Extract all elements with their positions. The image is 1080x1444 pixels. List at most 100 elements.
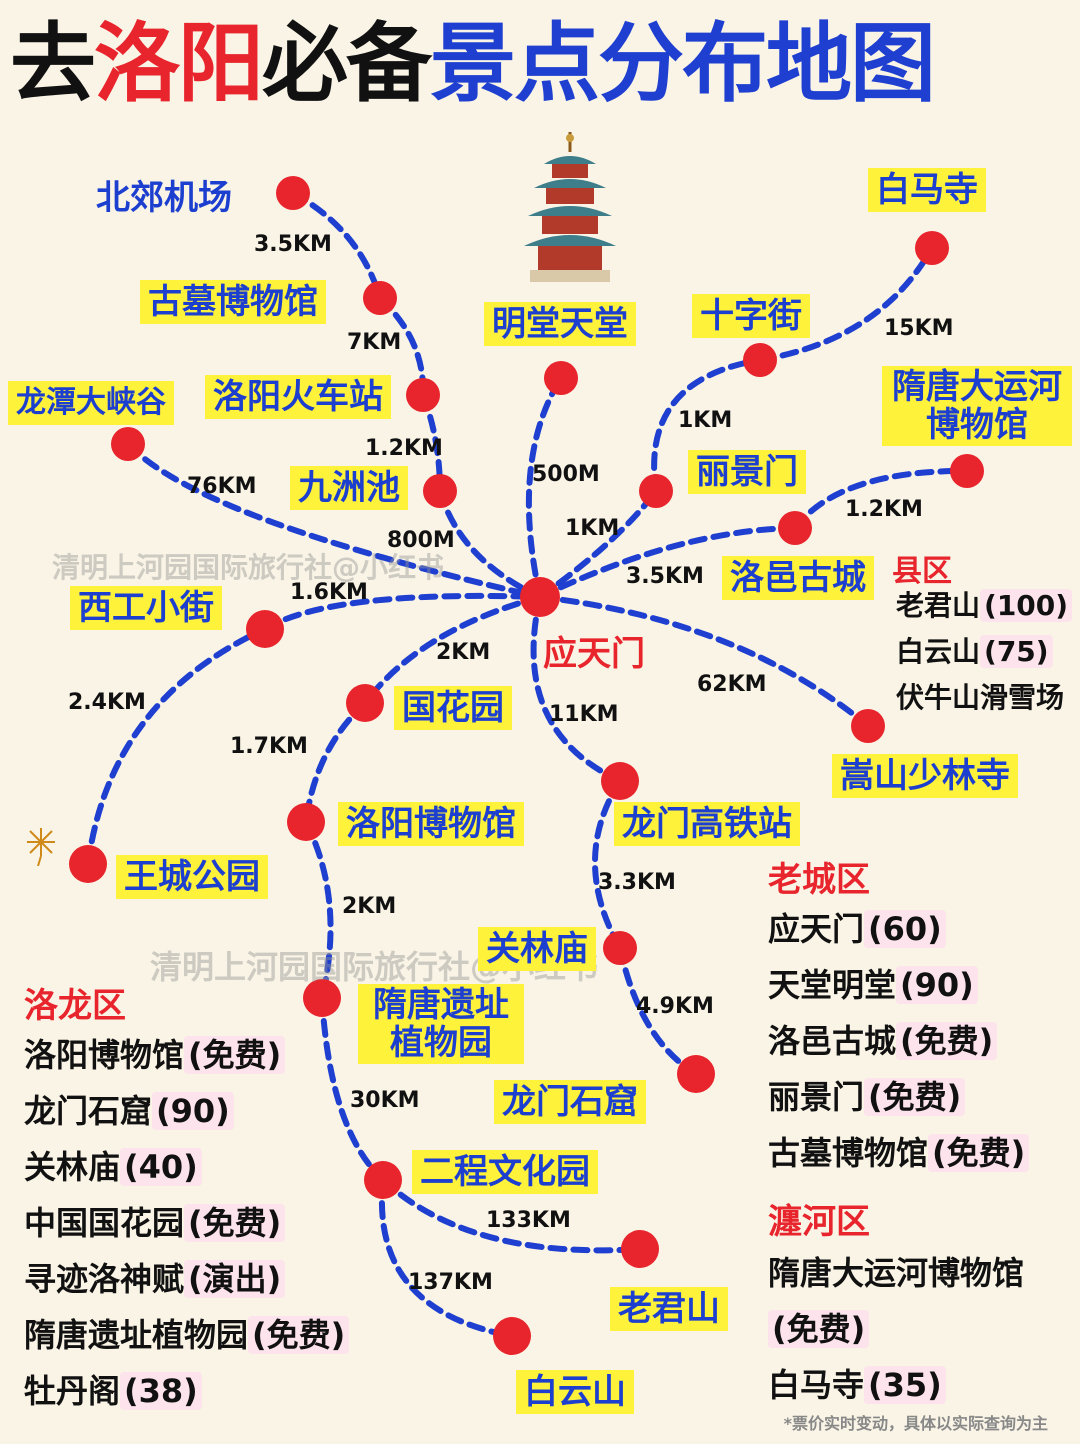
district-title-luolong: 洛龙区 (24, 986, 126, 1026)
route-wangcheng-xigong (85, 626, 268, 867)
dot-beijiao (276, 176, 310, 210)
station-label: 洛阳博物馆 (338, 802, 524, 846)
dot-gumu (363, 281, 397, 315)
watermark: 清明上河园国际旅行社@小红书 (52, 551, 445, 584)
district-title-laocheng: 老城区 (768, 860, 870, 900)
dot-shizi (743, 343, 777, 377)
dot-mingtang (544, 361, 578, 395)
list-item: 应天门(60) (768, 904, 1029, 960)
station-label: 二程文化园 (412, 1150, 598, 1194)
dot-erceng (364, 1161, 402, 1199)
dot-laojun (621, 1230, 659, 1268)
station-label: 十字街 (692, 294, 810, 338)
route-shizi-baima (757, 245, 935, 363)
list-item: 老君山(100) (896, 584, 1073, 630)
route-xigong-center (262, 592, 543, 632)
distance-label: 76KM (187, 474, 257, 499)
dot-longmengt (601, 762, 639, 800)
list-item: 洛邑古城(免费) (768, 1016, 1029, 1072)
list-item: 古墓博物馆(免费) (768, 1128, 1030, 1184)
title-part-4: 景点分布地图 (430, 14, 936, 114)
dot-yizhi (303, 979, 341, 1017)
dot-songshan (851, 709, 885, 743)
dot-huoche (406, 378, 440, 412)
station-label: 王城公园 (116, 855, 268, 899)
title-part-2: 洛阳 (94, 14, 264, 114)
list-item: 洛阳博物馆(免费) (24, 1030, 349, 1086)
dot-longtan (111, 427, 145, 461)
distance-label: 3.5KM (254, 232, 332, 257)
dot-luoyi (778, 511, 812, 545)
route-bowuguan-yizhi (303, 819, 334, 1001)
station-label: 隋唐遗址植物园 (358, 984, 524, 1064)
distance-label: 3.5KM (626, 564, 704, 589)
station-label: 白马寺 (868, 168, 986, 212)
dot-guanlin (603, 931, 637, 965)
list-item: 牡丹阁(38) (24, 1366, 349, 1422)
station-label: 丽景门 (688, 450, 806, 494)
list-item: 白云山(75) (896, 630, 1072, 676)
distance-label: 2.4KM (68, 690, 146, 715)
station-label: 古墓博物馆 (140, 280, 326, 324)
list-item: 伏牛山滑雪场 (896, 681, 1065, 714)
dot-xigong (246, 610, 284, 648)
district-list-xian: 老君山(100) 白云山(75) 伏牛山滑雪场 (896, 584, 1073, 722)
station-label: 明堂天堂 (484, 302, 636, 346)
station-label: 嵩山少林寺 (832, 754, 1018, 798)
title-part-1: 去 (10, 14, 96, 114)
station-label: 龙门高铁站 (614, 802, 800, 846)
page-title: 去洛阳必备景点分布地图 (10, 14, 936, 114)
distance-label: 4.9KM (636, 994, 714, 1019)
station-label: 西工小街 (70, 586, 222, 630)
distance-label: 62KM (697, 672, 767, 697)
distance-label: 11KM (549, 702, 619, 727)
station-label: 北郊机场 (96, 178, 232, 218)
list-item: 白马寺(35) (768, 1360, 1024, 1416)
list-item: 中国国花园(免费) (24, 1198, 349, 1254)
dot-guohua (346, 684, 384, 722)
route-luoyi-yunhe (792, 467, 970, 531)
distance-label: 1KM (565, 516, 620, 541)
district-title-chanhe: 瀍河区 (768, 1202, 870, 1242)
distance-label: 1KM (678, 408, 733, 433)
route-center-longmengt (530, 594, 623, 784)
distance-label: 2KM (342, 894, 397, 919)
dot-wangcheng (69, 845, 107, 883)
distance-label: 15KM (884, 316, 954, 341)
station-label: 国花园 (394, 686, 512, 730)
route-erceng-baiyun (378, 1177, 515, 1339)
list-item: 隋唐遗址植物园(免费) (24, 1310, 350, 1366)
list-item: 关林庙(40) (24, 1142, 349, 1198)
district-list-luolong: 洛阳博物馆(免费) 龙门石窟(90) 关林庙(40) 中国国花园(免费) 寻迹洛… (24, 1030, 350, 1422)
route-lijing-shizi (651, 357, 763, 494)
list-item: 天堂明堂(90) (768, 960, 1029, 1016)
route-center-songshan (537, 594, 871, 729)
route-center-luoyi (537, 525, 798, 600)
route-erceng-laojun (380, 1177, 643, 1254)
distance-label: 500M (532, 462, 600, 487)
dot-baima (915, 231, 949, 265)
distance-label: 133KM (486, 1208, 571, 1233)
station-label: 白云山 (516, 1370, 634, 1414)
station-label: 隋唐大运河博物馆 (882, 366, 1072, 446)
station-label: 关林庙 (478, 927, 596, 971)
dot-jiuzhou (423, 474, 457, 508)
distance-label: 30KM (350, 1088, 420, 1113)
route-jiuzhou-center (437, 488, 543, 600)
distance-label: 1.2KM (365, 436, 443, 461)
center-station-label: 应天门 (543, 634, 645, 674)
distance-label: 1.7KM (230, 734, 308, 759)
distance-label: 1.6KM (290, 580, 368, 605)
sparkle-icon (27, 828, 55, 866)
list-item: (免费) (768, 1304, 1024, 1360)
list-item: 隋唐大运河博物馆 (768, 1254, 1025, 1292)
district-list-chanhe: 隋唐大运河博物馆 (免费) 白马寺(35) (768, 1248, 1024, 1416)
route-center-mingtang (525, 375, 564, 600)
title-part-3: 必备 (262, 14, 432, 114)
distance-label: 7KM (347, 330, 402, 355)
list-item: 寻迹洛神赋(演出) (24, 1254, 349, 1310)
footnote: *票价实时变动，具体以实际查询为主 (783, 1414, 1048, 1433)
route-longmengt-guanlin (592, 778, 623, 951)
station-label: 老君山 (610, 1287, 728, 1331)
distance-label: 2KM (436, 640, 491, 665)
